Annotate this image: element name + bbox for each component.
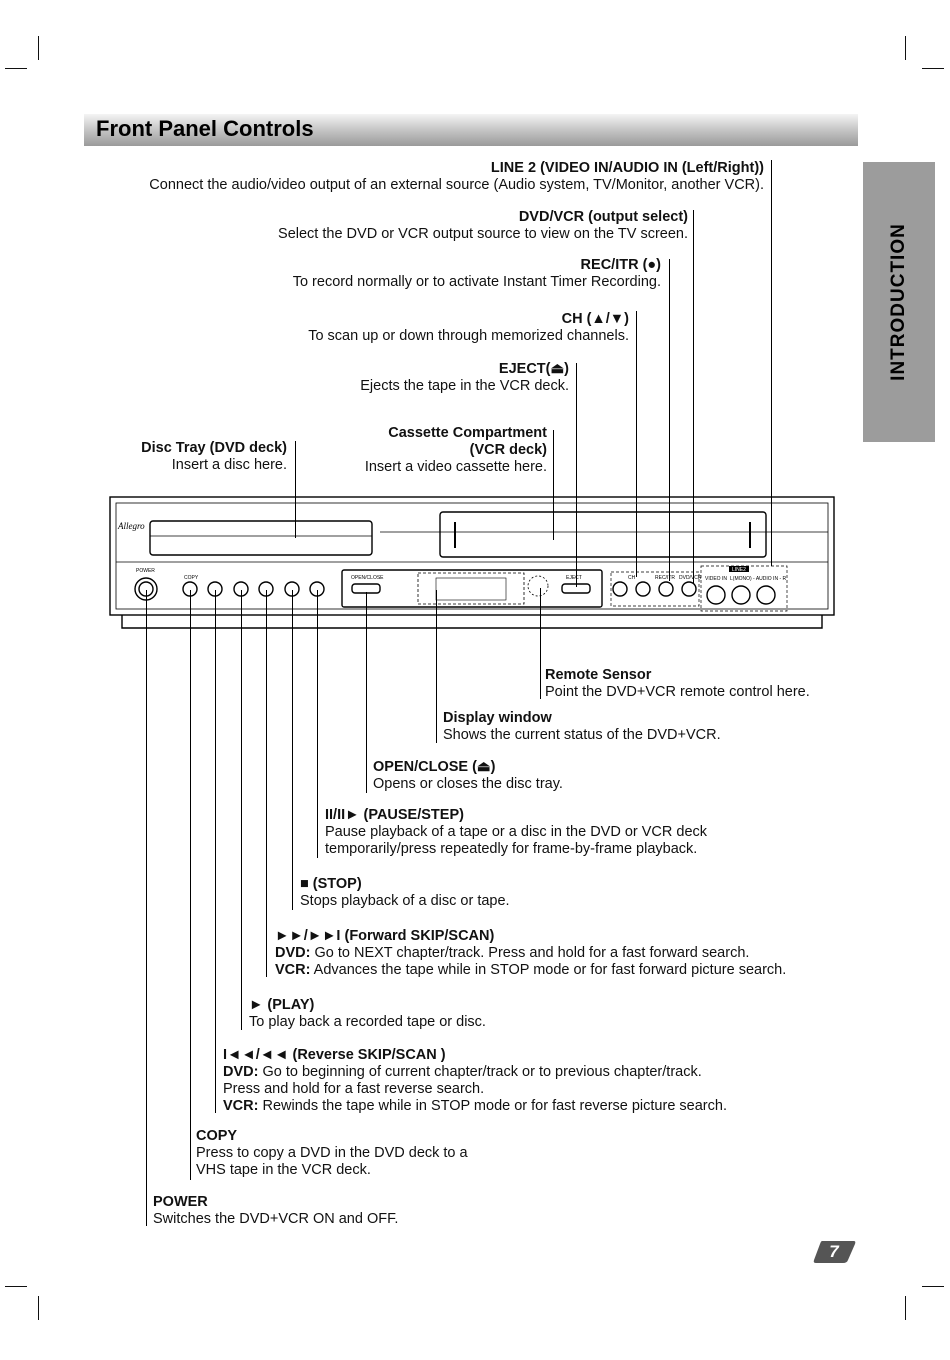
leader-line — [292, 590, 293, 910]
svg-text:REC/ITR: REC/ITR — [655, 575, 675, 581]
leader-line — [266, 590, 267, 977]
section-tab-label: INTRODUCTION — [888, 223, 909, 381]
leader-line — [576, 363, 577, 587]
page-title: Front Panel Controls — [96, 116, 314, 141]
crop-mark — [38, 1296, 39, 1320]
section-tab: INTRODUCTION — [863, 162, 935, 442]
svg-text:OPEN/CLOSE: OPEN/CLOSE — [351, 575, 384, 581]
leader-line — [553, 430, 554, 540]
leader-line — [540, 588, 541, 699]
callout-reverse-skip: I◄◄/◄◄ (Reverse SKIP/SCAN ) DVD: Go to b… — [223, 1047, 727, 1114]
svg-text:VIDEO IN: VIDEO IN — [705, 576, 727, 582]
callout-disc-tray: Disc Tray (DVD deck)Insert a disc here. — [141, 440, 287, 473]
leader-line — [190, 590, 191, 1180]
callout-stop: ■ (STOP)Stops playback of a disc or tape… — [300, 876, 510, 909]
callout-open-close: OPEN/CLOSE (⏏)Opens or closes the disc t… — [373, 759, 563, 792]
section-header: Front Panel Controls — [84, 114, 858, 146]
callout-line2: LINE 2 (VIDEO IN/AUDIO IN (Left/Right))C… — [149, 160, 764, 193]
crop-mark — [922, 1286, 944, 1287]
leader-line — [295, 441, 296, 538]
leader-line — [436, 590, 437, 743]
callout-pause-step: II/II► (PAUSE/STEP)Pause playback of a t… — [325, 807, 708, 857]
page-number: 7 — [829, 1242, 839, 1261]
callout-ch: CH (▲/▼)To scan up or down through memor… — [308, 311, 629, 344]
crop-mark — [922, 68, 944, 69]
callout-play: ► (PLAY)To play back a recorded tape or … — [249, 997, 486, 1030]
callout-dvd-vcr: DVD/VCR (output select)Select the DVD or… — [278, 209, 688, 242]
leader-line — [215, 590, 216, 1113]
crop-mark — [905, 36, 906, 60]
svg-text:CH: CH — [628, 575, 636, 581]
callout-forward-skip: ►►/►►I (Forward SKIP/SCAN) DVD: Go to NE… — [275, 928, 787, 978]
leader-line — [146, 590, 147, 1226]
leader-line — [636, 311, 637, 577]
crop-mark — [905, 1296, 906, 1320]
svg-text:POWER: POWER — [136, 568, 155, 574]
svg-text:DVD/VCR: DVD/VCR — [679, 575, 702, 581]
callout-rec-itr: REC/ITR (●)To record normally or to acti… — [292, 257, 661, 290]
svg-text:L(MONO) - AUDIO IN - R: L(MONO) - AUDIO IN - R — [730, 576, 787, 582]
callout-eject: EJECT(⏏)Ejects the tape in the VCR deck. — [360, 361, 569, 394]
leader-line — [771, 160, 772, 566]
leader-line — [669, 259, 670, 581]
leader-line — [693, 210, 694, 584]
svg-text:LINE2: LINE2 — [732, 567, 746, 573]
crop-mark — [5, 1286, 27, 1287]
leader-line — [241, 590, 242, 1030]
svg-text:COPY: COPY — [184, 575, 199, 581]
crop-mark — [5, 68, 27, 69]
svg-text:EJECT: EJECT — [566, 575, 582, 581]
brand-logo: Allegro — [117, 521, 145, 531]
leader-line — [366, 592, 367, 793]
leader-line — [317, 590, 318, 858]
page-number-badge: 7 — [812, 1240, 856, 1264]
callout-cassette: Cassette Compartment(VCR deck)Insert a v… — [364, 425, 547, 475]
crop-mark — [38, 36, 39, 60]
